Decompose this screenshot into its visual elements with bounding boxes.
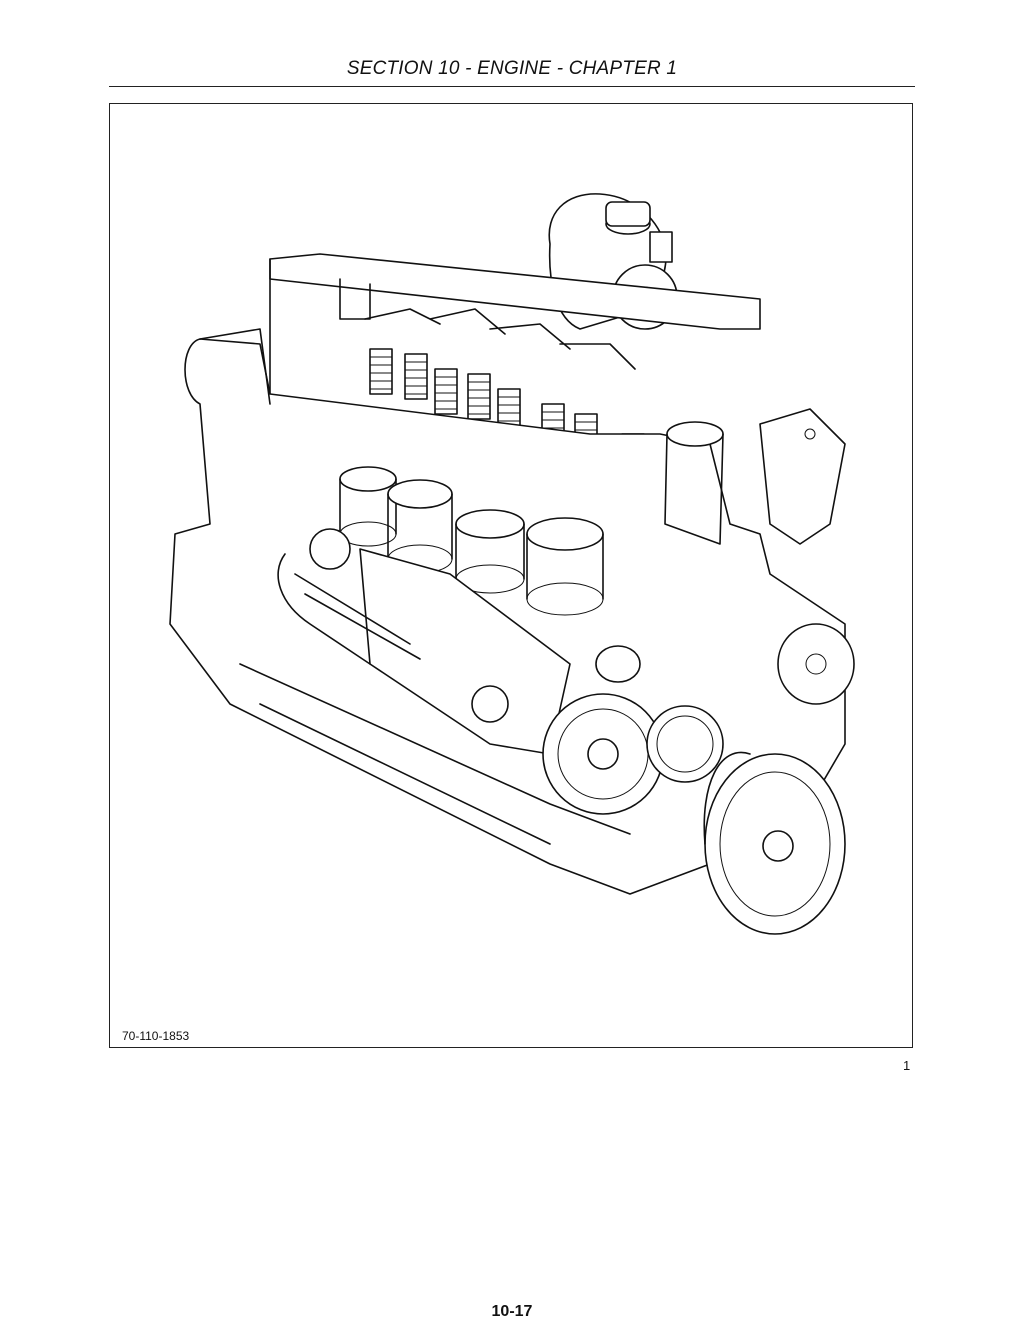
header-divider <box>109 86 915 87</box>
valve-cover-icon <box>269 253 761 405</box>
crankshaft-pulley-icon <box>703 751 846 935</box>
section-title: SECTION 10 - ENGINE - CHAPTER 1 <box>346 58 678 79</box>
water-pump-pulley-icon <box>595 623 855 705</box>
pistons-icon <box>339 466 604 616</box>
figure-number: 1 <box>903 1058 911 1073</box>
figure-id: 70-110-1853 <box>122 1029 190 1043</box>
thermostat-housing-icon <box>664 408 846 545</box>
injection-pump-icon <box>277 528 571 755</box>
engine-cutaway-illustration-icon <box>169 193 855 935</box>
page-number: 10-17 <box>491 1303 533 1320</box>
timing-gears-icon <box>542 693 724 815</box>
figure-frame <box>109 103 913 1048</box>
